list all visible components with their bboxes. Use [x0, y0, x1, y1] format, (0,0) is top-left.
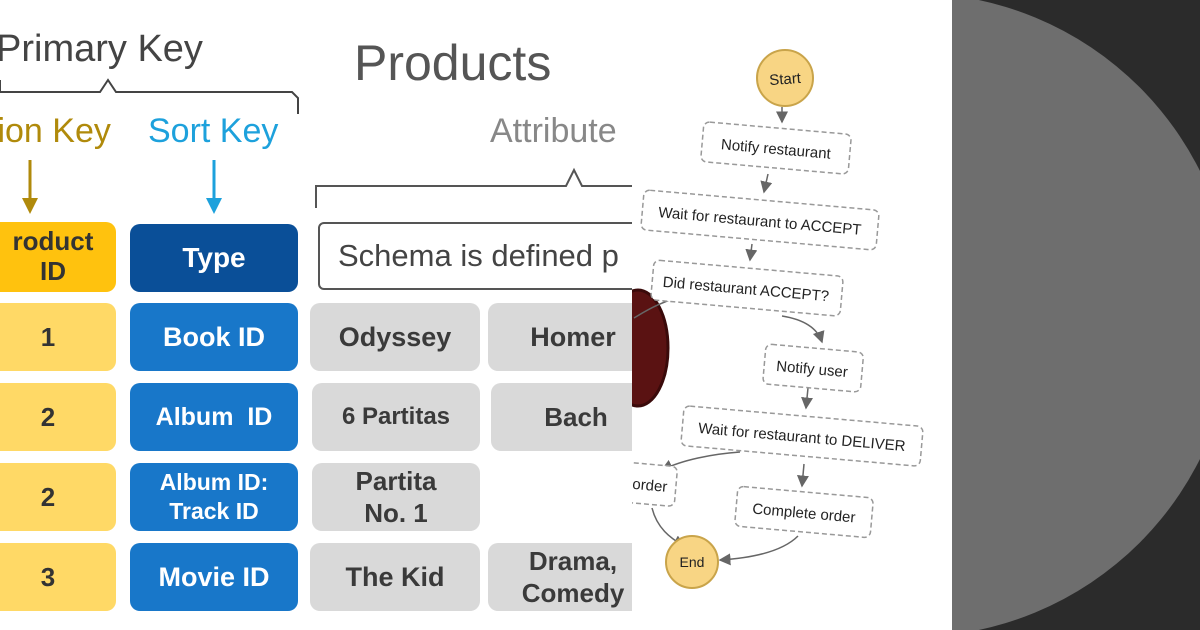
- primary-key-bracket: [0, 78, 299, 114]
- sort-key-arrowhead: [206, 198, 222, 214]
- primary-key-label: Primary Key: [0, 28, 203, 70]
- cancel-order-label: order: [632, 476, 668, 496]
- table-row-1-sort-key: Book ID: [130, 303, 298, 371]
- edge-complete-end: [718, 535, 799, 566]
- wait-accept-node: [640, 189, 880, 251]
- did-accept-node: [650, 259, 844, 317]
- start-node: [756, 49, 814, 107]
- attributes-label: Attribute: [490, 112, 617, 150]
- table-title: Products: [354, 35, 552, 91]
- table-row-4-attribute-2: Drama, Comedy: [488, 543, 632, 611]
- workflow-diagram: Start Notify restaurant Wait for restaur…: [632, 49, 924, 589]
- edge-notify-wait: [760, 173, 773, 194]
- edge-did-notify-user: [781, 315, 825, 344]
- table-row-3-partition-key: 2: [0, 463, 116, 531]
- table-row-3-sort-key: Album ID: Track ID: [130, 463, 298, 531]
- partition-key-label: tion Key: [0, 112, 111, 150]
- decorative-dark-blob: [632, 288, 670, 408]
- cancel-order-node: [632, 456, 678, 507]
- notify-restaurant-node: [700, 121, 852, 175]
- edge-notify-user-wait-deliver: [801, 387, 814, 410]
- table-row-2-partition-key: 2: [0, 383, 116, 451]
- key-brackets: [0, 78, 632, 214]
- table-row-1-attribute-2: Homer: [488, 303, 632, 371]
- notify-user-node: [762, 343, 864, 393]
- workflow-diagram-panel: Start Notify restaurant Wait for restaur…: [632, 0, 952, 630]
- decorative-circle-graphic: [952, 0, 1200, 630]
- attributes-bracket: [315, 167, 632, 208]
- table-row-2-attribute-1: 6 Partitas: [312, 383, 480, 451]
- table-row-3-attribute-1: Partita No. 1: [312, 463, 480, 531]
- table-row-4-attribute-1: The Kid: [310, 543, 480, 611]
- partition-key-arrowhead: [22, 198, 38, 214]
- edge-wait-did: [745, 243, 758, 262]
- partition-key-header: roduct ID: [0, 222, 116, 292]
- table-row-1-partition-key: 1: [0, 303, 116, 371]
- sort-key-label: Sort Key: [148, 112, 279, 150]
- products-table-panel: Primary Key Products tion Key Sort Key A…: [0, 0, 632, 630]
- complete-order-node: [734, 485, 874, 539]
- table-row-4-partition-key: 3: [0, 543, 116, 611]
- sort-key-header: Type: [130, 224, 298, 292]
- end-node: [665, 535, 719, 589]
- table-row-2-attribute-2: Bach: [491, 383, 632, 451]
- schema-note: Schema is defined p: [318, 222, 632, 290]
- end-node-label: End: [680, 554, 705, 570]
- wait-deliver-node: [680, 405, 924, 467]
- start-node-label: Start: [769, 70, 803, 89]
- notify-user-label: Notify user: [776, 358, 849, 381]
- table-row-4-sort-key: Movie ID: [130, 543, 298, 611]
- table-row-2-sort-key: Album ID: [130, 383, 298, 451]
- decorative-panel: [952, 0, 1200, 630]
- edge-wait-deliver-complete: [796, 463, 809, 488]
- decorative-large-circle: [952, 0, 1200, 630]
- table-row-1-attribute-1: Odyssey: [310, 303, 480, 371]
